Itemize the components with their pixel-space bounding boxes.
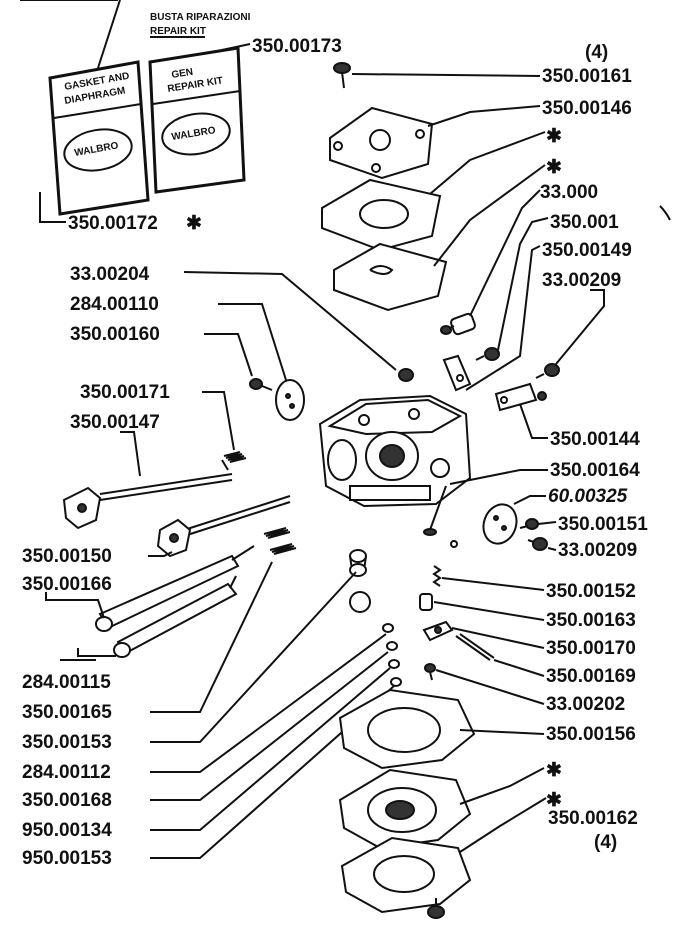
lower-center-parts: 350.00153 284.00112 350.00168 950.00134 … [22,549,402,869]
ring-350-00168 [386,641,398,651]
callout-284-00115: 284.00115 [22,672,111,693]
needle-284-00115 [113,575,238,658]
ring-950-00134 [388,659,400,669]
callout-350-00170: 350.00170 [546,638,636,659]
right-upper-parts: 33.000 350.001 350.00149 33.00209 [440,182,671,450]
repair-kit-group: BUSTA RIPARAZIONI REPAIR KIT GASKET AND … [20,0,342,234]
left-upper-parts: 33.00204 284.00110 350.00160 [70,264,414,421]
screw-350-00161 [333,62,351,89]
callout-350-00147: 350.00147 [70,412,160,433]
kit-card-repair-kit: GEN REPAIR KIT WALBRO [148,46,246,194]
screw-350-00160 [249,378,273,391]
callout-284-00112: 284.00112 [22,762,111,783]
pump-diaphragm [333,242,448,312]
screw-350-00102 [475,347,500,361]
callout-33-00204: 33.00204 [70,264,150,285]
callout-350-00153: 350.00153 [22,732,112,753]
clipped-digits [659,205,671,221]
callout-350-00146: 350.00146 [542,98,632,119]
plate-60-00325 [482,503,518,545]
callout-284-00110: 284.00110 [70,294,159,315]
needle-350-00166 [95,545,255,632]
callout-33-00209-a: 33.00209 [542,270,621,291]
screw-350-00162 [427,898,445,919]
callout-350-00165: 350.00165 [22,702,112,723]
pin-350-00169 [455,633,495,661]
callout-950-00153: 950.00153 [22,848,112,869]
callout-350-00173: 350.00173 [252,36,342,57]
callout-350-00151: 350.00151 [558,514,648,535]
kit-title-english: REPAIR KIT [150,26,206,37]
callout-cover-star-4: ✱ [546,790,562,811]
kit-card-gasket-diaphragm: GASKET AND DIAPHRAGM WALBRO [48,60,150,216]
callout-350-00172: 350.00172 [68,213,158,234]
callout-33-00209-b: 33.00209 [558,540,637,561]
callout-diaphragm-star-2: ✱ [546,157,562,178]
callout-diaphragm-star-3: ✱ [546,760,562,781]
callout-350-00162: 350.00162 [548,808,638,829]
inlet-fitting [440,312,476,336]
callout-950-00134: 950.00134 [22,820,112,841]
callout-350-00169: 350.00169 [546,666,636,687]
callout-qty-top: (4) [585,42,608,63]
screw-33-00202 [424,663,436,681]
plate-284-00110 [275,379,305,421]
throttle-shaft-350-00150 [156,495,291,558]
callout-350-00168: 350.00168 [22,790,112,811]
ring-284-00112 [382,623,394,633]
callout-350-00150: 350.00150 [22,546,112,567]
spring-350-00171 [221,451,247,471]
spring-350-00152 [432,565,442,587]
pin-350-00164 [423,485,458,548]
screw-33-00209-b [527,537,548,551]
throttle-lever-350-00144 [494,382,547,412]
callout-33-000: 33.000 [540,182,598,203]
callout-33-00202: 33.00202 [546,694,625,715]
right-middle-parts: 350.00164 60.00325 350.00151 33.00209 35… [419,460,648,715]
screw-350-00151 [519,518,539,530]
top-cover-stack: (4) 350.00161 350.00146 ✱ ✱ [321,42,632,312]
disc-284-00112 [349,591,371,613]
callout-350-00149: 350.00149 [542,240,632,261]
springs-350-00165 [263,527,297,555]
callout-350-00156: 350.00156 [546,724,636,745]
left-shaft-parts: 350.00171 350.00147 350.00150 350. [22,382,297,723]
callout-350-00152: 350.00152 [546,581,636,602]
cap-350-00153 [349,549,367,577]
kit-title-italian: BUSTA RIPARAZIONI [150,12,251,23]
callout-350-00144: 350.00144 [550,429,640,450]
card-right-line1: GEN [171,67,194,81]
callout-gasket-star-1: ✱ [546,126,562,147]
callout-350-00160: 350.00160 [70,324,160,345]
callout-350-00166: 350.00166 [22,574,112,595]
callout-350-00164: 350.00164 [550,460,640,481]
valve-350-00163 [419,593,433,611]
callout-350-00163: 350.00163 [546,610,636,631]
callout-350-00161: 350.00161 [542,66,632,87]
lever-350-00170 [422,620,454,642]
bottom-stack: 350.00156 ✱ ✱ 350.00162 (4) [338,688,638,919]
callout-350-00172-star: ✱ [186,213,202,234]
callout-60-00325: 60.00325 [548,486,628,507]
carburetor-body [318,394,472,508]
choke-shaft-350-00147 [62,473,233,530]
plug-33-00204 [398,368,414,382]
callout-qty-bottom: (4) [594,832,617,853]
ring-950-00153 [390,677,402,687]
callout-350-00171: 350.00171 [80,382,170,403]
bracket-350-00149 [442,354,472,392]
callout-350-00102: 350.001 [550,212,619,233]
screw-33-00209-a [535,363,560,379]
